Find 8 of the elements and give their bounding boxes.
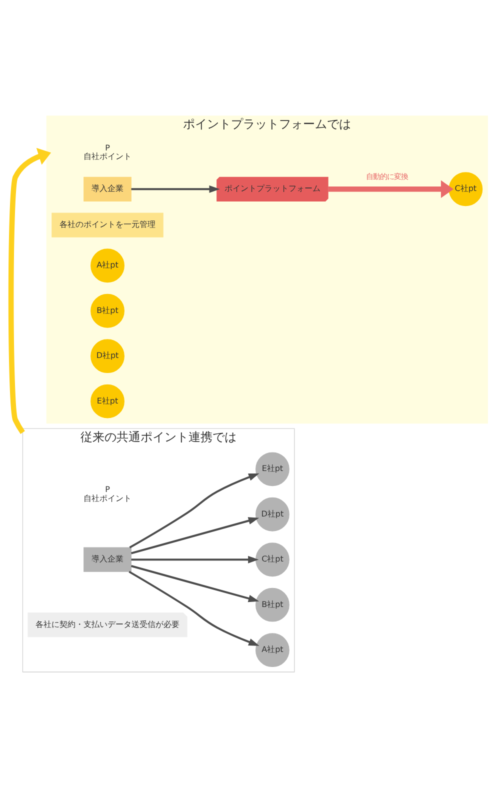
- arrow: [8, 148, 52, 434]
- arrow: [129, 473, 260, 548]
- arrow: [328, 180, 454, 198]
- arrow: [131, 556, 259, 564]
- arrow: [131, 565, 260, 602]
- arrow: [128, 570, 260, 646]
- arrow: [131, 517, 260, 554]
- arrow: [131, 185, 220, 193]
